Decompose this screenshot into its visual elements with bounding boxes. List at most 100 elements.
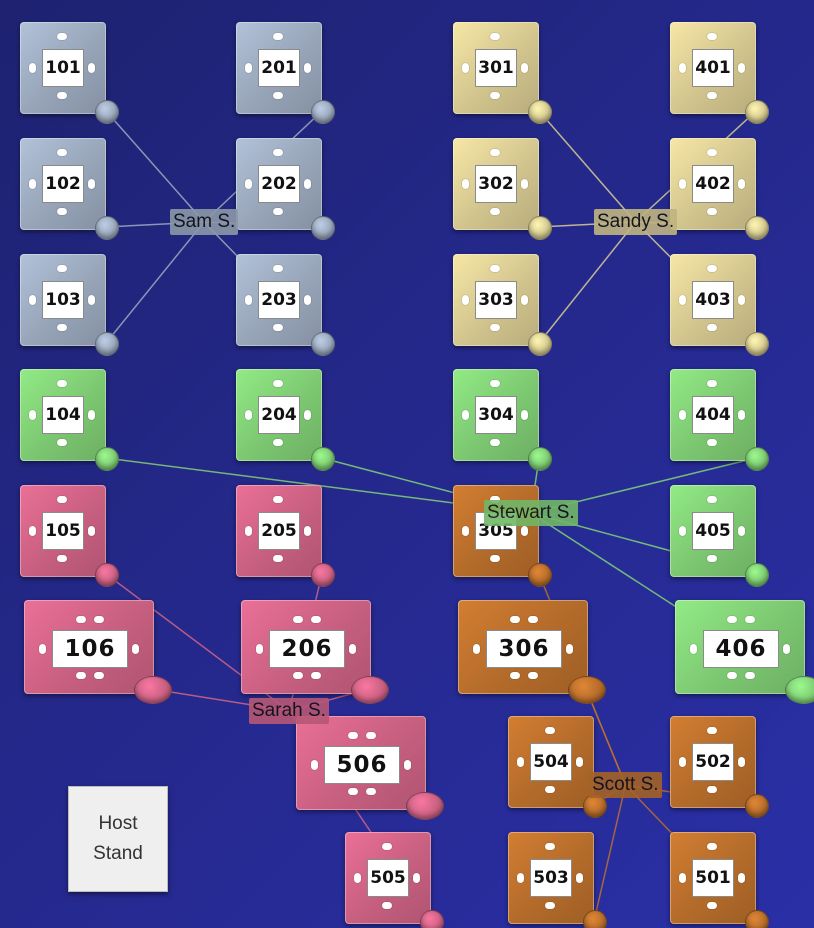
server-tag[interactable]: Scott S. [589,772,662,798]
table-305[interactable]: 305 [453,485,539,577]
server-link-handle[interactable] [528,332,552,356]
server-link-handle[interactable] [311,216,335,240]
chair-icon [57,380,67,387]
server-link-handle[interactable] [568,676,606,704]
table-405[interactable]: 405 [670,485,756,577]
table-504[interactable]: 504 [508,716,594,808]
server-link-handle[interactable] [420,910,444,928]
table-102[interactable]: 102 [20,138,106,230]
server-link-handle[interactable] [583,910,607,928]
table-105[interactable]: 105 [20,485,106,577]
chair-icon [273,92,283,99]
chair-icon [490,555,500,562]
table-202[interactable]: 202 [236,138,322,230]
server-link-handle[interactable] [745,794,769,818]
table-404[interactable]: 404 [670,369,756,461]
table-302[interactable]: 302 [453,138,539,230]
table-306[interactable]: 306 [458,600,588,694]
host-stand[interactable]: Host Stand [68,786,168,892]
table-103[interactable]: 103 [20,254,106,346]
server-link-handle[interactable] [745,563,769,587]
table-205[interactable]: 205 [236,485,322,577]
table-number: 501 [692,859,734,897]
chair-icon [707,902,717,909]
server-link-handle[interactable] [311,447,335,471]
chair-icon [88,179,95,189]
chair-icon [707,380,717,387]
server-link-handle[interactable] [528,563,552,587]
table-number: 502 [692,743,734,781]
server-link-handle[interactable] [583,794,607,818]
table-303[interactable]: 303 [453,254,539,346]
table-503[interactable]: 503 [508,832,594,924]
server-link-handle[interactable] [528,216,552,240]
chair-icon [707,727,717,734]
table-401[interactable]: 401 [670,22,756,114]
chair-icon [304,410,311,420]
table-502[interactable]: 502 [670,716,756,808]
server-link-handle[interactable] [745,332,769,356]
chair-icon [29,63,36,73]
chair-icon [94,616,104,623]
chair-icon [707,555,717,562]
server-link-handle[interactable] [311,332,335,356]
server-link-handle[interactable] [95,216,119,240]
chair-icon [348,788,358,795]
server-link-handle[interactable] [406,792,444,820]
server-link-handle[interactable] [785,676,814,704]
chair-icon [576,873,583,883]
table-203[interactable]: 203 [236,254,322,346]
table-506[interactable]: 506 [296,716,426,810]
server-tag[interactable]: Sam S. [170,209,239,235]
table-206[interactable]: 206 [241,600,371,694]
server-link-handle[interactable] [134,676,172,704]
server-link-handle[interactable] [95,563,119,587]
table-number: 404 [692,396,734,434]
table-number: 105 [42,512,84,550]
table-301[interactable]: 301 [453,22,539,114]
server-link-handle[interactable] [745,100,769,124]
server-tag[interactable]: Sarah S. [249,698,329,724]
table-304[interactable]: 304 [453,369,539,461]
table-204[interactable]: 204 [236,369,322,461]
host-stand-line-1: Host [98,813,138,834]
server-link-handle[interactable] [351,676,389,704]
table-403[interactable]: 403 [670,254,756,346]
server-link-handle[interactable] [95,100,119,124]
chair-icon [273,439,283,446]
table-402[interactable]: 402 [670,138,756,230]
table-106[interactable]: 106 [24,600,154,694]
assignment-line [538,110,637,223]
server-tag[interactable]: Stewart S. [484,500,578,526]
server-link-handle[interactable] [311,100,335,124]
table-number: 402 [692,165,734,203]
table-406[interactable]: 406 [675,600,805,694]
table-501[interactable]: 501 [670,832,756,924]
chair-icon [545,843,555,850]
chair-icon [690,644,697,654]
server-link-handle[interactable] [745,910,769,928]
chair-icon [382,843,392,850]
chair-icon [311,760,318,770]
table-104[interactable]: 104 [20,369,106,461]
chair-icon [245,295,252,305]
server-link-handle[interactable] [95,332,119,356]
assignment-line [538,221,637,344]
server-tag[interactable]: Sandy S. [594,209,678,235]
table-101[interactable]: 101 [20,22,106,114]
table-number: 103 [42,281,84,319]
table-number: 302 [475,165,517,203]
table-505[interactable]: 505 [345,832,431,924]
server-link-handle[interactable] [95,447,119,471]
chair-icon [521,410,528,420]
table-number: 301 [475,49,517,87]
chair-icon [490,324,500,331]
server-link-handle[interactable] [745,216,769,240]
server-link-handle[interactable] [311,563,335,587]
table-201[interactable]: 201 [236,22,322,114]
server-link-handle[interactable] [745,447,769,471]
assignment-line [105,221,205,344]
server-link-handle[interactable] [528,447,552,471]
server-link-handle[interactable] [528,100,552,124]
chair-icon [738,410,745,420]
